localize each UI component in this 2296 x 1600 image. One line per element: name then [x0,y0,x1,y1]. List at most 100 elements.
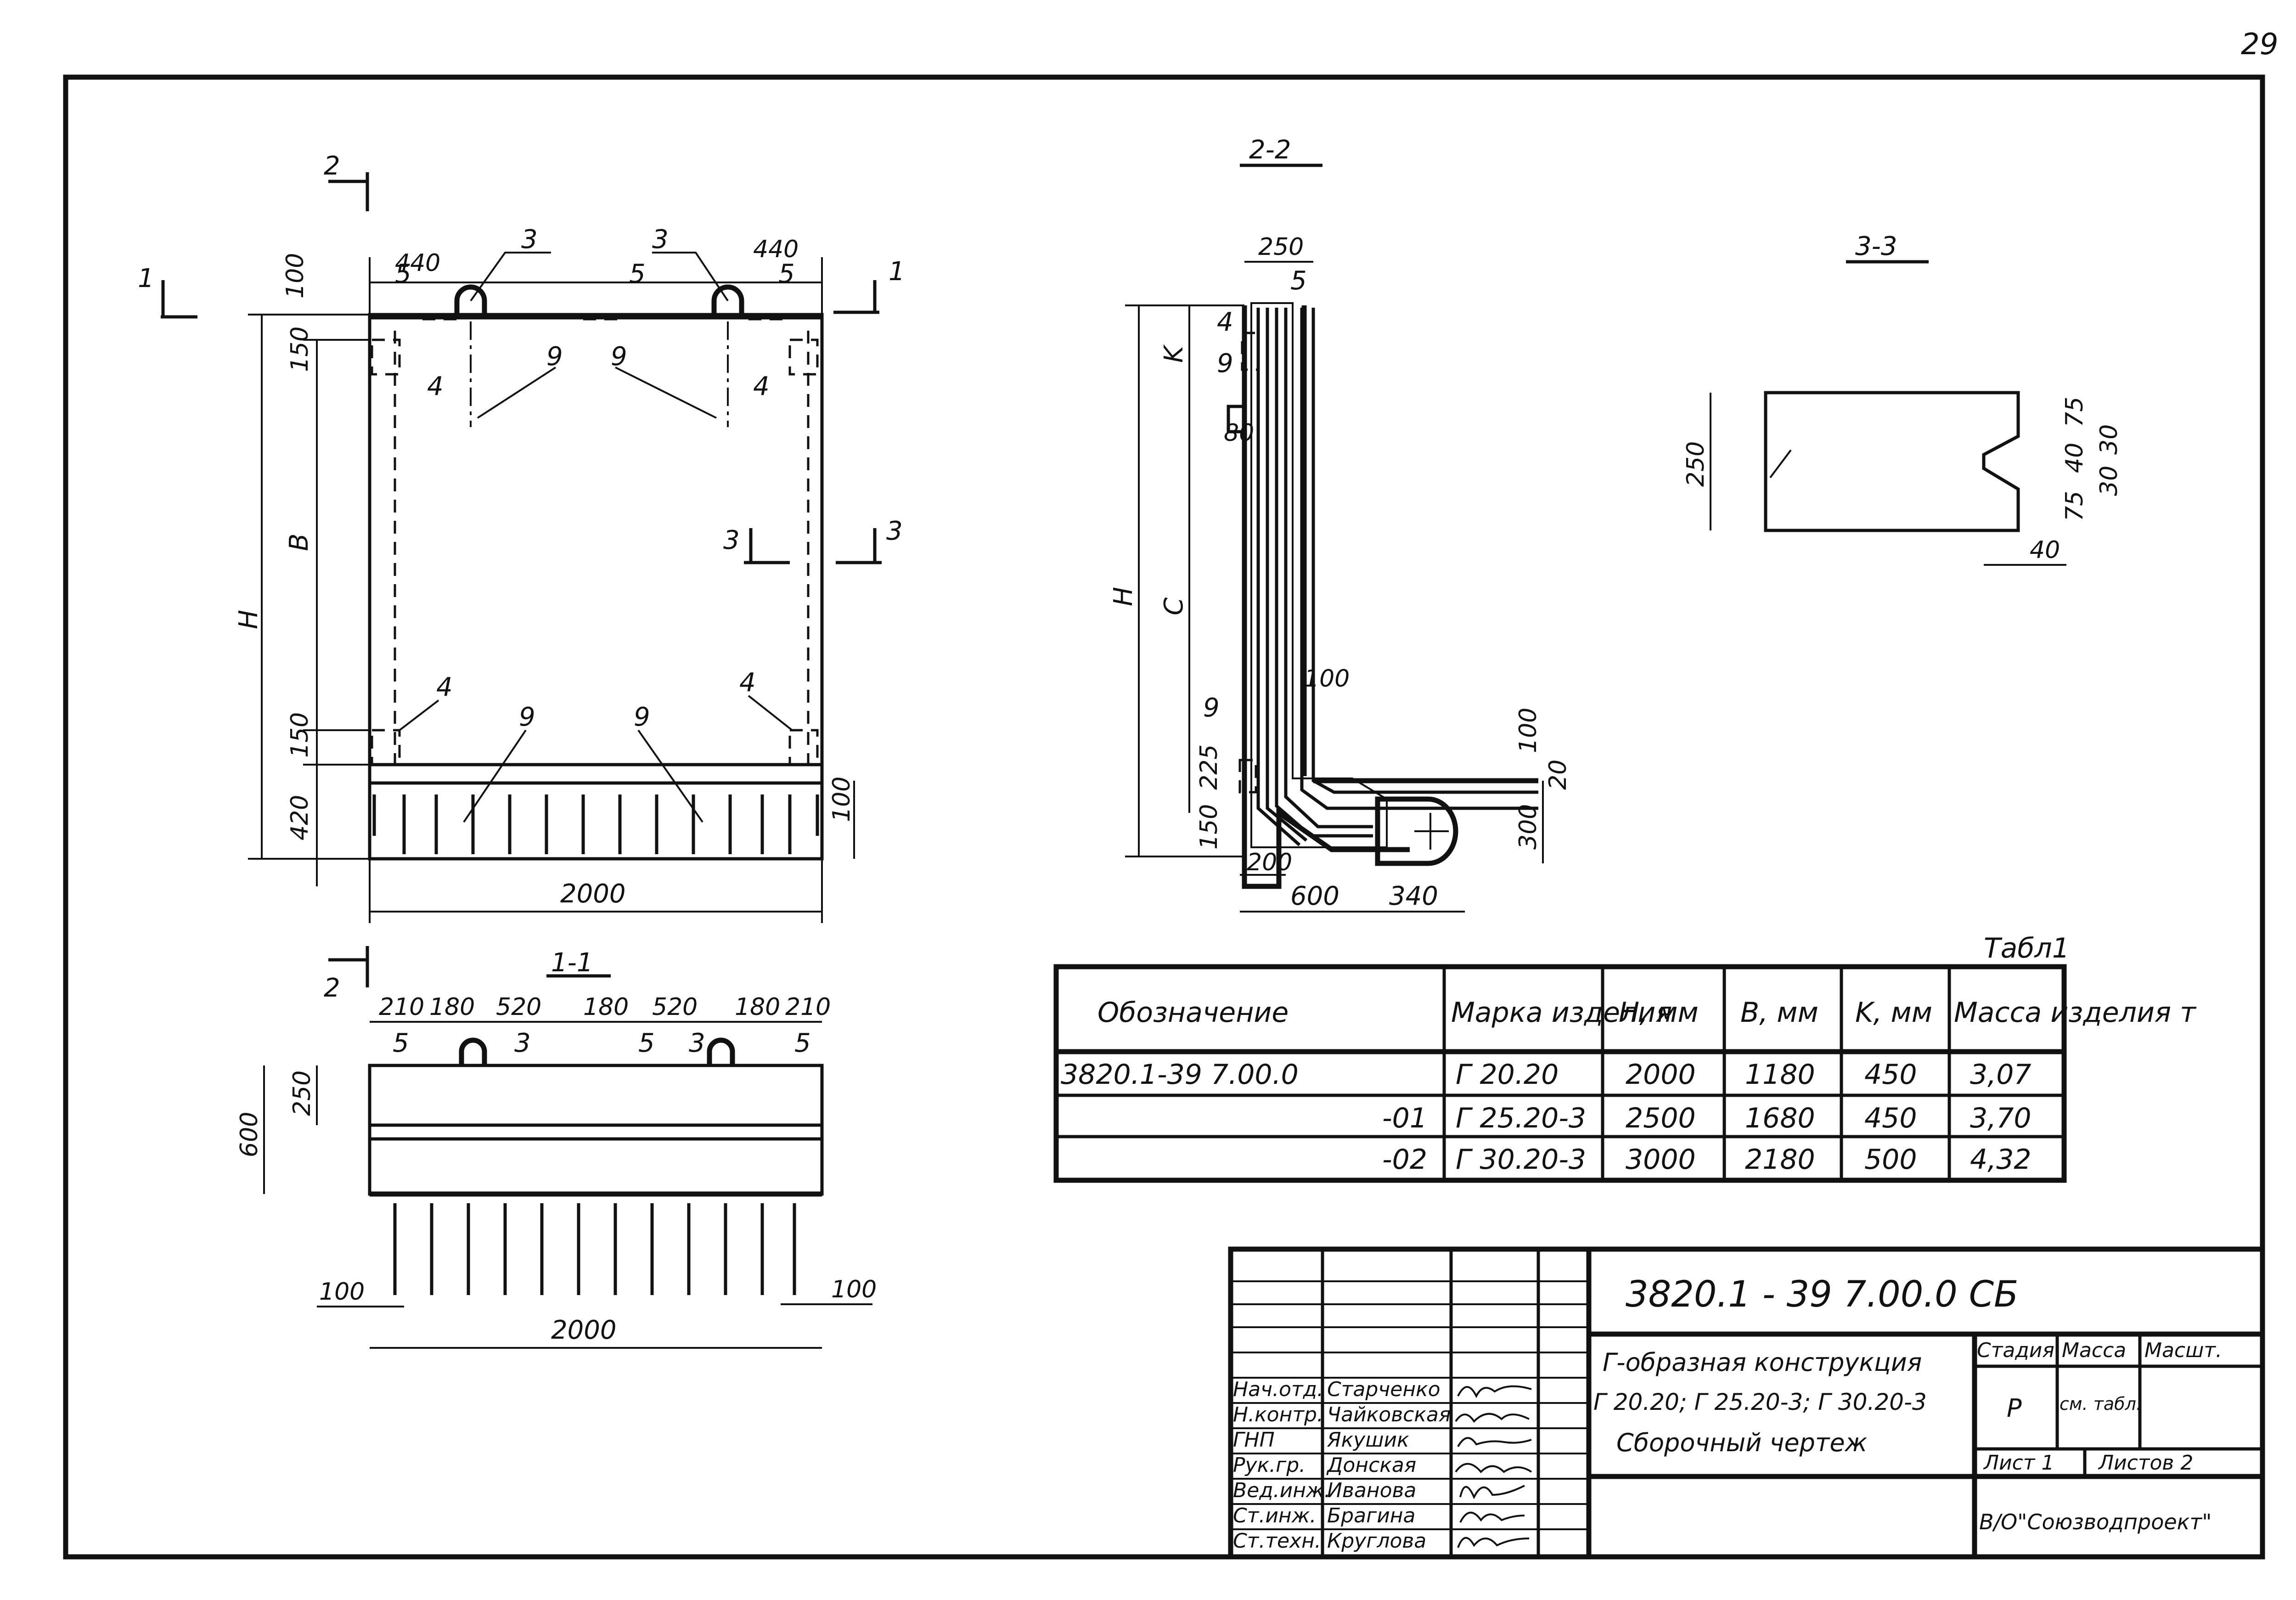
dim-top-11-0: 210 [379,993,424,1021]
sheet-label: Лист 1 [1983,1451,2054,1475]
section-plate-9-bottom [1238,759,1257,794]
section-1-1-loop-right [707,1037,735,1065]
table-cell-2-0: -02 [1382,1144,1427,1176]
l-section-inner-6 [1311,308,1538,794]
dim-600-11: 600 [236,1112,263,1157]
dim-340-22: 340 [1389,881,1438,911]
dim-75b-33: 75 [2061,491,2088,521]
signature-5 [1459,1511,1525,1523]
lifting-loop-left [454,284,487,317]
callout-9-22-bottom: 9 [1203,693,1220,723]
callout-4-bottom-left: 4 [436,672,453,702]
dim-150-top: 150 [286,327,314,372]
dim-100b-11: 100 [831,1276,877,1303]
l-section-inner-1 [1256,308,1301,846]
leader-4-bottom-right [748,695,793,731]
section-plate-4 [1241,332,1260,371]
base-rebars [372,794,819,854]
callout-5-a: 5 [395,259,411,289]
signature-1 [1455,1413,1530,1423]
dim-600-22: 600 [1290,881,1339,911]
cut-marker-2-11 [328,946,369,987]
cut-label-1-right: 1 [889,257,905,287]
table-cell-0-3: 1180 [1745,1059,1815,1091]
section-3-3: 3-3 250 75 40 75 30 30 40 [1682,231,2123,566]
sheet-frame [63,74,2265,1560]
name-5: Брагина [1327,1504,1416,1527]
table-cell-1-0: -01 [1382,1102,1427,1134]
main-view: 440 440 100 150 B H 150 420 100 2000 2 1… [138,151,905,923]
table-cell-1-4: 450 [1864,1102,1917,1134]
dim-40b-33: 40 [2030,536,2060,564]
dim-top-11-3: 180 [583,993,629,1021]
dim-100-right: 100 [828,777,855,822]
lifting-loop-right [711,284,744,317]
cut-marker-3-left [744,528,790,564]
table-cell-1-3: 1680 [1745,1102,1815,1134]
dim-100v-22: 100 [1514,708,1542,753]
dim-150-22: 150 [1195,804,1223,850]
l-section-outer [1242,305,1410,889]
table-header-0: Обозначение [1097,997,1289,1029]
cut-marker-1-right [833,280,879,314]
l-section-outer-vert [1301,305,1538,783]
mass-value: см. табл. [2060,1394,2142,1414]
role-0: Нач.отд. [1233,1378,1323,1401]
l-section-inner-4 [1284,308,1373,828]
dim-2000-main: 2000 [560,879,626,909]
role-5: Ст.инж. [1233,1504,1316,1527]
section-1-1-wall [368,1064,824,1196]
callout-3-right: 3 [652,225,669,254]
table-header-5: Масса изделия т [1954,997,2197,1029]
dim-label-C-22: C [1159,597,1189,615]
dim-440-right: 440 [753,236,799,263]
callout-9-top-right: 9 [611,342,627,372]
name-6: Круглова [1327,1529,1426,1553]
dim-100-top: 100 [281,253,309,299]
callout-5-11-c: 5 [794,1028,811,1058]
section-3-3-break [1769,449,1792,479]
callout-4-top-right: 4 [753,372,770,401]
table-cell-1-1: Г 25.20-3 [1456,1102,1586,1134]
dim-top-11-2: 520 [496,993,541,1021]
dim-30a-33: 30 [2095,424,2123,455]
role-2: ГНП [1233,1428,1275,1452]
dim-440-left: 440 [395,249,440,277]
table-cell-2-5: 4,32 [1970,1144,2032,1176]
title-line-3: Сборочный чертеж [1616,1428,1868,1457]
table-cell-2-2: 3000 [1626,1144,1696,1176]
name-1: Чайковская [1327,1403,1451,1426]
cut-label-1-left: 1 [138,264,154,293]
callout-3-left: 3 [521,225,538,254]
section-title-3-3: 3-3 [1855,231,1897,261]
plate-4-bottom-right [788,729,819,766]
stage-value: Р [2007,1394,2022,1423]
title-line-1: Г-образная конструкция [1603,1348,1922,1377]
dim-200-22: 200 [1247,849,1292,876]
name-0: Старченко [1327,1378,1441,1401]
callout-3-11-b: 3 [689,1028,705,1058]
cut-label-3-left: 3 [723,525,740,555]
dim-label-B: B [284,534,314,551]
section-title-2-2: 2-2 [1249,135,1291,165]
callout-5-11-a: 5 [393,1028,409,1058]
leader-3-right [652,252,729,302]
page-number: 29 [2241,28,2278,62]
table-cell-0-0: 3820.1-39 7.00.0 [1061,1059,1299,1091]
signature-0 [1457,1385,1532,1398]
role-1: Н.контр. [1233,1403,1323,1426]
section-3-3-outline [1764,391,2020,532]
table-cell-0-1: Г 20.20 [1456,1059,1559,1091]
name-3: Донская [1326,1454,1416,1477]
dim-2000-11: 2000 [551,1315,617,1345]
title-line-2: Г 20.20; Г 25.20-3; Г 30.20-3 [1593,1389,1927,1415]
leader-9-top-left [477,366,557,419]
dim-80-22: 80 [1224,419,1254,447]
section-plate-9 [1227,405,1246,434]
l-section-inner-5 [1300,308,1538,810]
dim-300-22: 300 [1514,804,1542,850]
dim-75a-33: 75 [2061,397,2088,427]
leader-9-bottom-left [463,729,527,823]
name-4: Иванова [1327,1479,1416,1502]
dim-label-K-22: K [1159,344,1189,363]
